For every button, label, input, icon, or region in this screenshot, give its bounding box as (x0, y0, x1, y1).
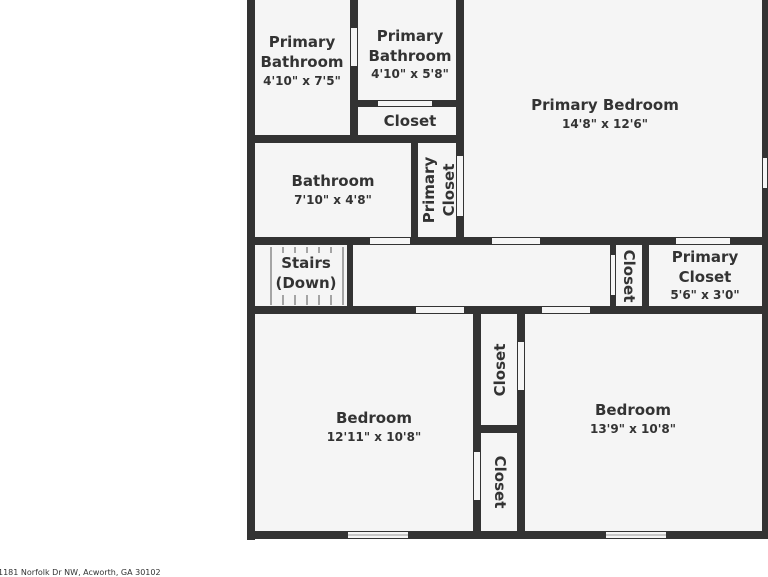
room-dims-primary-bedroom: 14'8" x 12'6" (562, 117, 648, 131)
wall-bedroom-left-right (473, 306, 481, 539)
wall-outer-right (762, 0, 768, 539)
room-label-primary-closet-right-line1: Primary (672, 248, 739, 266)
room-label-bedroom-left: Bedroom (336, 409, 412, 427)
room-dims-primary-closet-right: 5'6" x 3'0" (670, 288, 739, 302)
door-gap-bedroom-left (416, 307, 464, 313)
room-dims-primary-bathroom-1: 4'10" x 7'5" (263, 74, 341, 88)
room-dims-bathroom: 7'10" x 4'8" (294, 193, 372, 207)
floor-area (250, 0, 768, 536)
door-gap-bathroom (370, 238, 410, 244)
door-gap-bath2 (378, 101, 432, 106)
room-dims-bedroom-left: 12'11" x 10'8" (327, 430, 421, 444)
property-address: 1181 Norfolk Dr NW, Acworth, GA 30102 (0, 568, 161, 577)
door-gap-primary-closet-right (676, 238, 730, 244)
wall-outer-left (247, 0, 255, 540)
room-label-bathroom: Bathroom (291, 172, 374, 190)
room-label-primary-bathroom-2-line2: Bathroom (368, 47, 451, 65)
wall-bathroom-right (411, 135, 418, 244)
door-gap-hall-closet (611, 255, 615, 295)
room-label-closet-top: Closet (384, 112, 437, 130)
door-gap-primary-closet (457, 156, 463, 216)
room-label-closet-hall: Closet (620, 250, 638, 303)
door-gap-closet-mid-upper (518, 342, 524, 390)
stairs-label-bg (276, 253, 336, 295)
window-primary-bedroom (763, 158, 767, 188)
room-label-primary-bathroom-1-line1: Primary (269, 33, 336, 51)
wall-bath2-right (456, 0, 464, 244)
room-dims-bedroom-right: 13'9" x 10'8" (590, 422, 676, 436)
wall-stairs-right (347, 237, 353, 313)
room-label-primary-closet-vertical-line2: Closet (440, 164, 458, 217)
room-label-closet-mid-lower: Closet (491, 456, 509, 509)
room-label-primary-closet-vertical-line1: Primary (420, 157, 438, 224)
wall-hall-bottom (247, 306, 768, 314)
door-gap-primary-bedroom (492, 238, 540, 244)
wall-bedroom-right-left (517, 306, 525, 539)
door-gap-bedroom-right (542, 307, 590, 313)
wall-hall-closet-right (642, 237, 649, 313)
door-gap-bath1 (351, 28, 357, 66)
wall-outer-bottom (247, 531, 768, 539)
room-label-primary-closet-right-line2: Closet (679, 268, 732, 286)
wall-bath1-right (350, 0, 358, 140)
room-label-bedroom-right: Bedroom (595, 401, 671, 419)
room-dims-primary-bathroom-2: 4'10" x 5'8" (371, 67, 449, 81)
room-label-closet-mid-upper: Closet (491, 344, 509, 397)
room-label-primary-bathroom-1-line2: Bathroom (260, 53, 343, 71)
room-label-primary-bathroom-2-line1: Primary (377, 27, 444, 45)
door-gap-closet-mid-lower (474, 452, 480, 500)
wall-closet-mid-divider (473, 425, 525, 433)
room-label-primary-bedroom: Primary Bedroom (531, 96, 679, 114)
wall-closet-top-bottom (247, 135, 464, 143)
room-label-stairs-line2: (Down) (275, 274, 336, 292)
room-label-stairs-line1: Stairs (281, 254, 331, 272)
